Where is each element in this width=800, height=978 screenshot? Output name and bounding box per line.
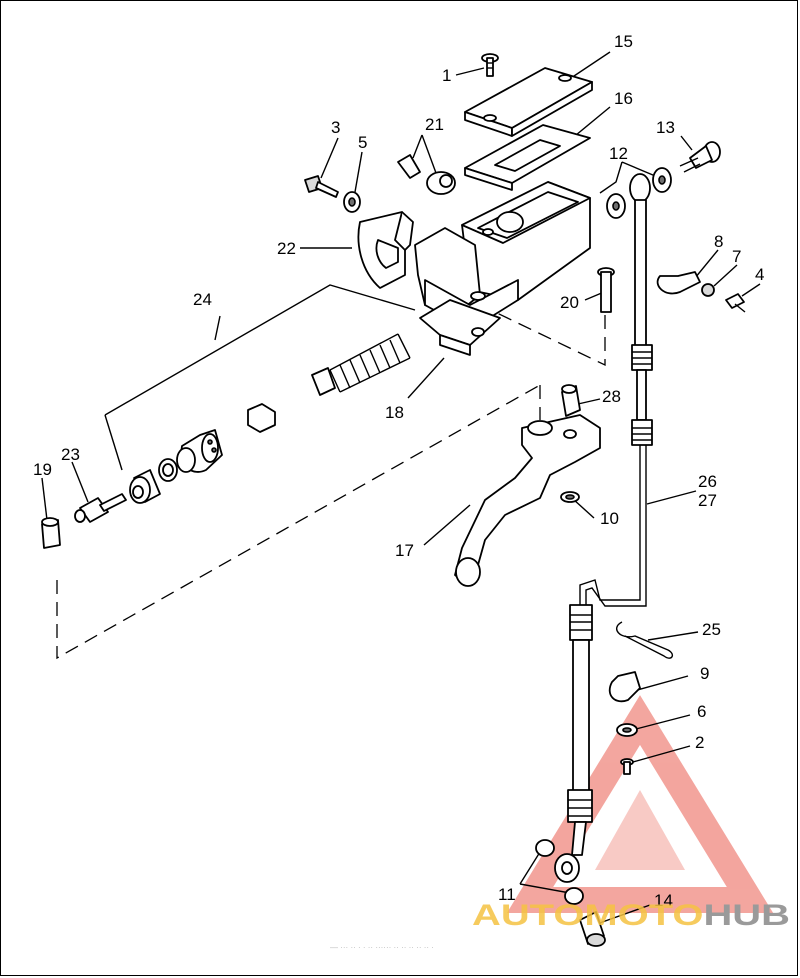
callout-21: 21	[425, 115, 444, 134]
callout-25: 25	[702, 620, 721, 639]
callout-15: 15	[614, 32, 633, 51]
callout-labels: 1 2 3 4 5 6 7 8 9 10 11 12 13 14 15 16 1…	[33, 32, 764, 910]
reservoir-cover	[464, 67, 593, 137]
pivot-bushing	[561, 384, 581, 417]
brake-lever	[454, 414, 601, 587]
brand-auto: AUTO	[472, 899, 584, 932]
brand-hub: HUB	[703, 899, 790, 932]
clamp-washer	[343, 191, 361, 213]
banjo-washers-upper	[606, 167, 672, 219]
piston-assembly	[129, 403, 276, 504]
clamp-washer-lower	[616, 723, 638, 737]
callout-3: 3	[331, 118, 340, 137]
callout-7: 7	[732, 247, 741, 266]
leader-lines	[41, 51, 761, 926]
clip-nut	[701, 283, 715, 297]
callout-16: 16	[614, 89, 633, 108]
callout-24: 24	[193, 290, 212, 309]
callout-1: 1	[442, 66, 451, 85]
assembly-dashed-lines	[56, 299, 606, 660]
callout-18: 18	[385, 403, 404, 422]
callout-11: 11	[498, 885, 516, 904]
callout-2: 2	[695, 733, 704, 752]
brake-line	[554, 173, 653, 883]
callout-19: 19	[33, 460, 52, 479]
watermark-tagline: — ··· ·· · · ·· ······ ·· ·· ·· ·· ·· ·	[330, 943, 434, 952]
line-clamp-lower	[608, 671, 641, 703]
line-clip-upper	[656, 271, 701, 295]
callout-4: 4	[755, 265, 764, 284]
clip-screw	[725, 293, 746, 313]
clamp-bolt	[304, 175, 339, 198]
reservoir-gasket	[464, 124, 591, 191]
pivot-pin	[597, 267, 615, 313]
callout-6: 6	[697, 702, 706, 721]
handlebar-clamp	[357, 211, 414, 289]
pushrod	[74, 493, 127, 523]
clamp-screw-lower	[620, 758, 634, 775]
piston-spring	[311, 333, 411, 396]
callout-8: 8	[714, 232, 723, 251]
master-cylinder-body	[414, 181, 591, 356]
callout-17: 17	[395, 541, 414, 560]
callout-27: 27	[698, 491, 717, 510]
dust-boot	[41, 517, 61, 549]
sight-glass	[397, 154, 456, 195]
callout-5: 5	[358, 133, 367, 152]
callout-14: 14	[654, 891, 673, 910]
callout-20: 20	[560, 293, 579, 312]
callout-9: 9	[700, 664, 709, 683]
banjo-bolt-upper	[679, 141, 721, 173]
cover-screw	[481, 53, 499, 77]
callout-22: 22	[277, 239, 296, 258]
callout-23: 23	[61, 445, 80, 464]
pivot-nut	[560, 491, 580, 503]
callout-10: 10	[600, 509, 619, 528]
banjo-bolt-lower	[579, 911, 606, 947]
callout-13: 13	[656, 118, 675, 137]
callout-12: 12	[609, 144, 628, 163]
brand-moto: MOTO	[584, 899, 703, 932]
banjo-washers-lower	[535, 839, 584, 905]
wire-clip	[616, 621, 674, 659]
callout-28: 28	[602, 387, 621, 406]
callout-26: 26	[698, 472, 717, 491]
